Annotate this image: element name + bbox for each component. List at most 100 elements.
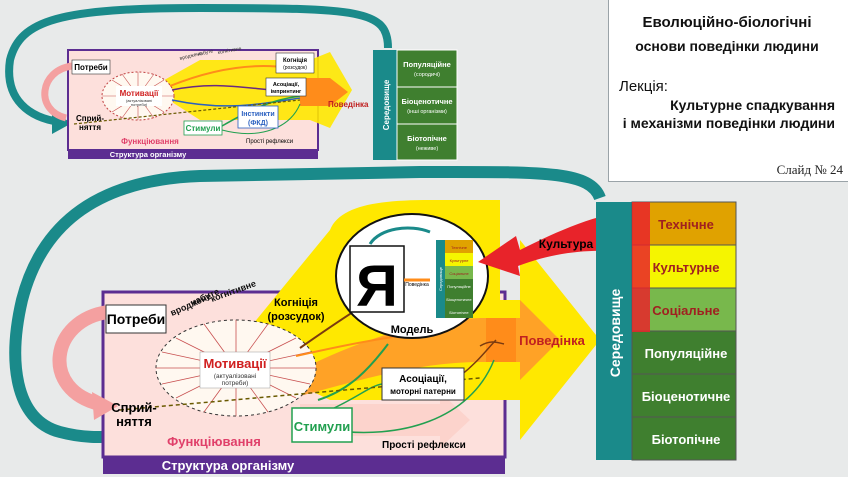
model-env-pop-label: Популяційне [447,284,471,289]
small-needs-arrow [41,62,73,122]
small-instincts-box [237,105,279,129]
big-path-model-behavior [479,341,505,347]
big-env-pop-label: Популяційне [645,346,728,361]
big-structure-label: Структура організму [162,458,295,473]
ya-box [349,245,405,313]
big-motivation-label: Мотивації [203,356,266,371]
big-motivation-sub2: потреби) [222,379,249,387]
small-env-item-2-l2: (неживе) [416,146,439,152]
title-panel: Еволюційно-біологічні основи поведінки л… [608,0,848,182]
small-cognition-l1: Когніція [283,58,307,64]
small-feedback-arrow [5,3,392,126]
big-env-label: Середовище [607,289,623,378]
big-perception-l2: няття [116,414,152,429]
small-env-item-2 [396,123,458,161]
small-assoc-box [265,77,307,97]
big-behavior-box [486,318,516,362]
model-env-tech-label: Технічне [451,245,468,250]
big-env-cult-label: Культурне [653,260,720,275]
small-acquired-label: набуте [197,48,214,58]
small-env-item-2-l1: Біотопічне [407,134,447,143]
big-diagram: Мотивації (актуалізовані потреби) вродже… [9,165,737,474]
small-behavior-head [300,78,348,106]
small-env-label: Середовище [382,79,391,130]
big-env-bio-label: Біоценотичне [642,389,731,404]
small-motivation-box [116,86,162,106]
model-env-soc [445,266,473,279]
big-env-pop [631,330,737,375]
small-env-bar [373,50,397,160]
big-structure-bar [103,456,505,474]
small-innate-label: вроджене [179,51,203,62]
big-feedback-arrow [9,165,606,443]
small-assoc-l1: Асоціації, [273,82,300,88]
big-needs-arrow [52,305,110,411]
big-stimuli-label: Стимули [294,419,351,434]
big-env-abio [631,416,737,461]
big-env-bar [596,202,632,460]
big-needs-box [105,304,167,334]
big-reflexes-label: Прості рефлекси [382,439,466,451]
small-path-reflex [221,103,301,134]
small-motivation-sub2: потреби) [131,102,148,107]
small-diagram: Мотивації (актуалізовані потреби) Потреб… [5,3,458,161]
big-cognition-l1: Когніція [274,297,318,309]
lecture-title: Культурне спадкування і механізми поведі… [615,96,835,132]
model-env-abio [445,305,473,318]
small-env-item-0 [396,49,458,88]
model-label: Модель [391,324,434,336]
model-env-bio-label: Біоценотичне [446,297,472,302]
small-path-blue [171,97,301,107]
small-structure-bar [68,150,318,159]
small-structure-label: Структура організму [110,150,187,159]
title-line1: Еволюційно-біологічні [642,14,812,31]
model-env-cult [445,253,473,266]
big-env-tech-label: Технічне [658,217,714,232]
big-env-abio-label: Біотопічне [652,432,721,447]
small-env-item-1-l1: Біоценотичне [401,97,452,106]
small-instincts-l1: Інстинкти [241,111,274,118]
big-cognition-l2: (розсудок) [268,311,325,323]
small-env-item-0-l1: Популяційне [403,60,451,69]
small-motivation-sub1: (актуалізовані [126,98,152,103]
model-env-bio [445,292,473,305]
model-env-tech [445,240,473,253]
small-env-item-1 [396,86,458,125]
model-env-soc-label: Соціальне [449,271,469,276]
slide-number: Слайд № 24 [776,162,843,177]
small-stimuli-label: Стимули [186,124,221,133]
big-motivation-box [199,351,271,389]
ya-letter: Я [356,254,398,319]
model-feedback-arrow [368,226,431,245]
lecture-title-line1: Культурне спадкування [670,97,835,113]
title-line2: основи поведінки людини [635,38,819,54]
model-env-cult-label: Культурне [450,258,470,263]
small-path-perception [73,99,301,125]
big-motivation-sub1: (актуалізовані [214,372,256,380]
small-perception-l1: Сприй- [76,114,104,123]
small-behavior-label: Поведінка [328,100,369,109]
big-behavior-label: Поведінка [519,333,586,348]
big-path-green-assoc [329,383,383,411]
big-env-soc-label: Соціальне [652,303,720,318]
big-stimuli-box [291,407,353,443]
small-needs-box [71,59,111,75]
big-needs-label: Потреби [107,311,166,327]
small-functioning-label: Функціювання [121,137,179,146]
lecture-title-line2: і механізми поведінки людини [622,115,835,131]
lecture-label: Лекція: [619,78,668,95]
small-motivation-label: Мотивації [120,89,160,98]
small-reflexes-label: Прості рефлекси [246,139,293,145]
big-functioning-label: Функціювання [167,434,261,449]
small-stimuli-box [183,120,223,136]
small-perception-l2: няття [79,123,101,132]
model-env-label: Середовище [438,266,443,291]
big-path-green-model [317,343,389,401]
culture-tail [632,202,650,332]
big-assoc-box [381,367,465,401]
culture-label: Культура [539,237,594,251]
small-instincts-l2: (ФКД) [248,120,268,127]
big-assoc-l2: моторні патерни [390,387,456,396]
